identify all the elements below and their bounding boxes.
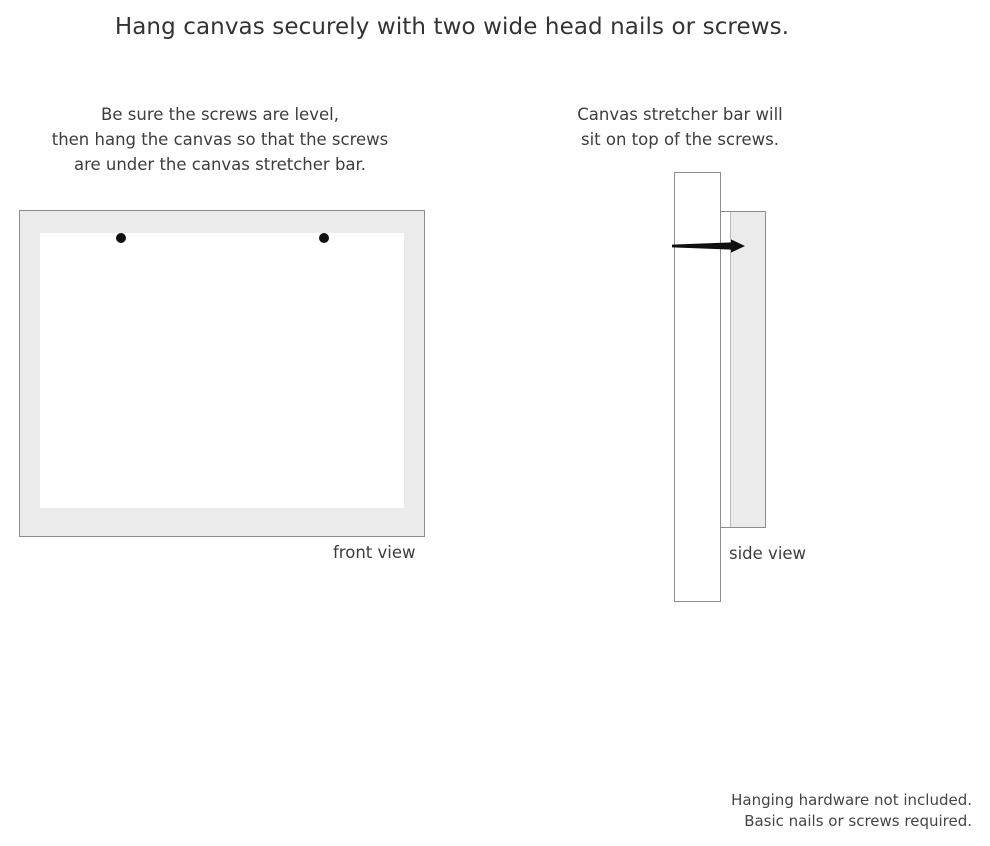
- front-view-caption-line-3: are under the canvas stretcher bar.: [73, 155, 367, 174]
- side-view-caption-line-2: sit on top of the screws.: [580, 130, 780, 149]
- footer-line-1: Hanging hardware not included.: [731, 791, 972, 809]
- right-screw-icon: [319, 233, 329, 243]
- side-view-caption-line-1: Canvas stretcher bar will: [577, 105, 783, 124]
- footer-line-2: Basic nails or screws required.: [744, 812, 972, 830]
- canvas-face: [40, 233, 404, 508]
- page-title: Hang canvas securely with two wide head …: [114, 14, 790, 40]
- left-screw-icon: [116, 233, 126, 243]
- canvas-frame-side: [721, 211, 766, 528]
- front-view-caption-line-2: then hang the canvas so that the screws: [51, 130, 389, 149]
- side-view-diagram: [660, 165, 840, 610]
- front-view-label: front view: [333, 543, 416, 562]
- footer-disclaimer: Hanging hardware not included. Basic nai…: [731, 790, 972, 832]
- front-view-caption-line-1: Be sure the screws are level,: [101, 105, 339, 124]
- side-view-label: side view: [729, 544, 807, 563]
- front-view-caption: Be sure the screws are level, then hang …: [20, 102, 420, 177]
- canvas-frame-front: [19, 210, 425, 537]
- front-view-diagram: [19, 210, 425, 537]
- stretcher-bar-profile: [721, 212, 731, 527]
- side-view-caption: Canvas stretcher bar will sit on top of …: [540, 102, 820, 152]
- nail-icon: [672, 239, 745, 253]
- wall-profile: [674, 172, 721, 602]
